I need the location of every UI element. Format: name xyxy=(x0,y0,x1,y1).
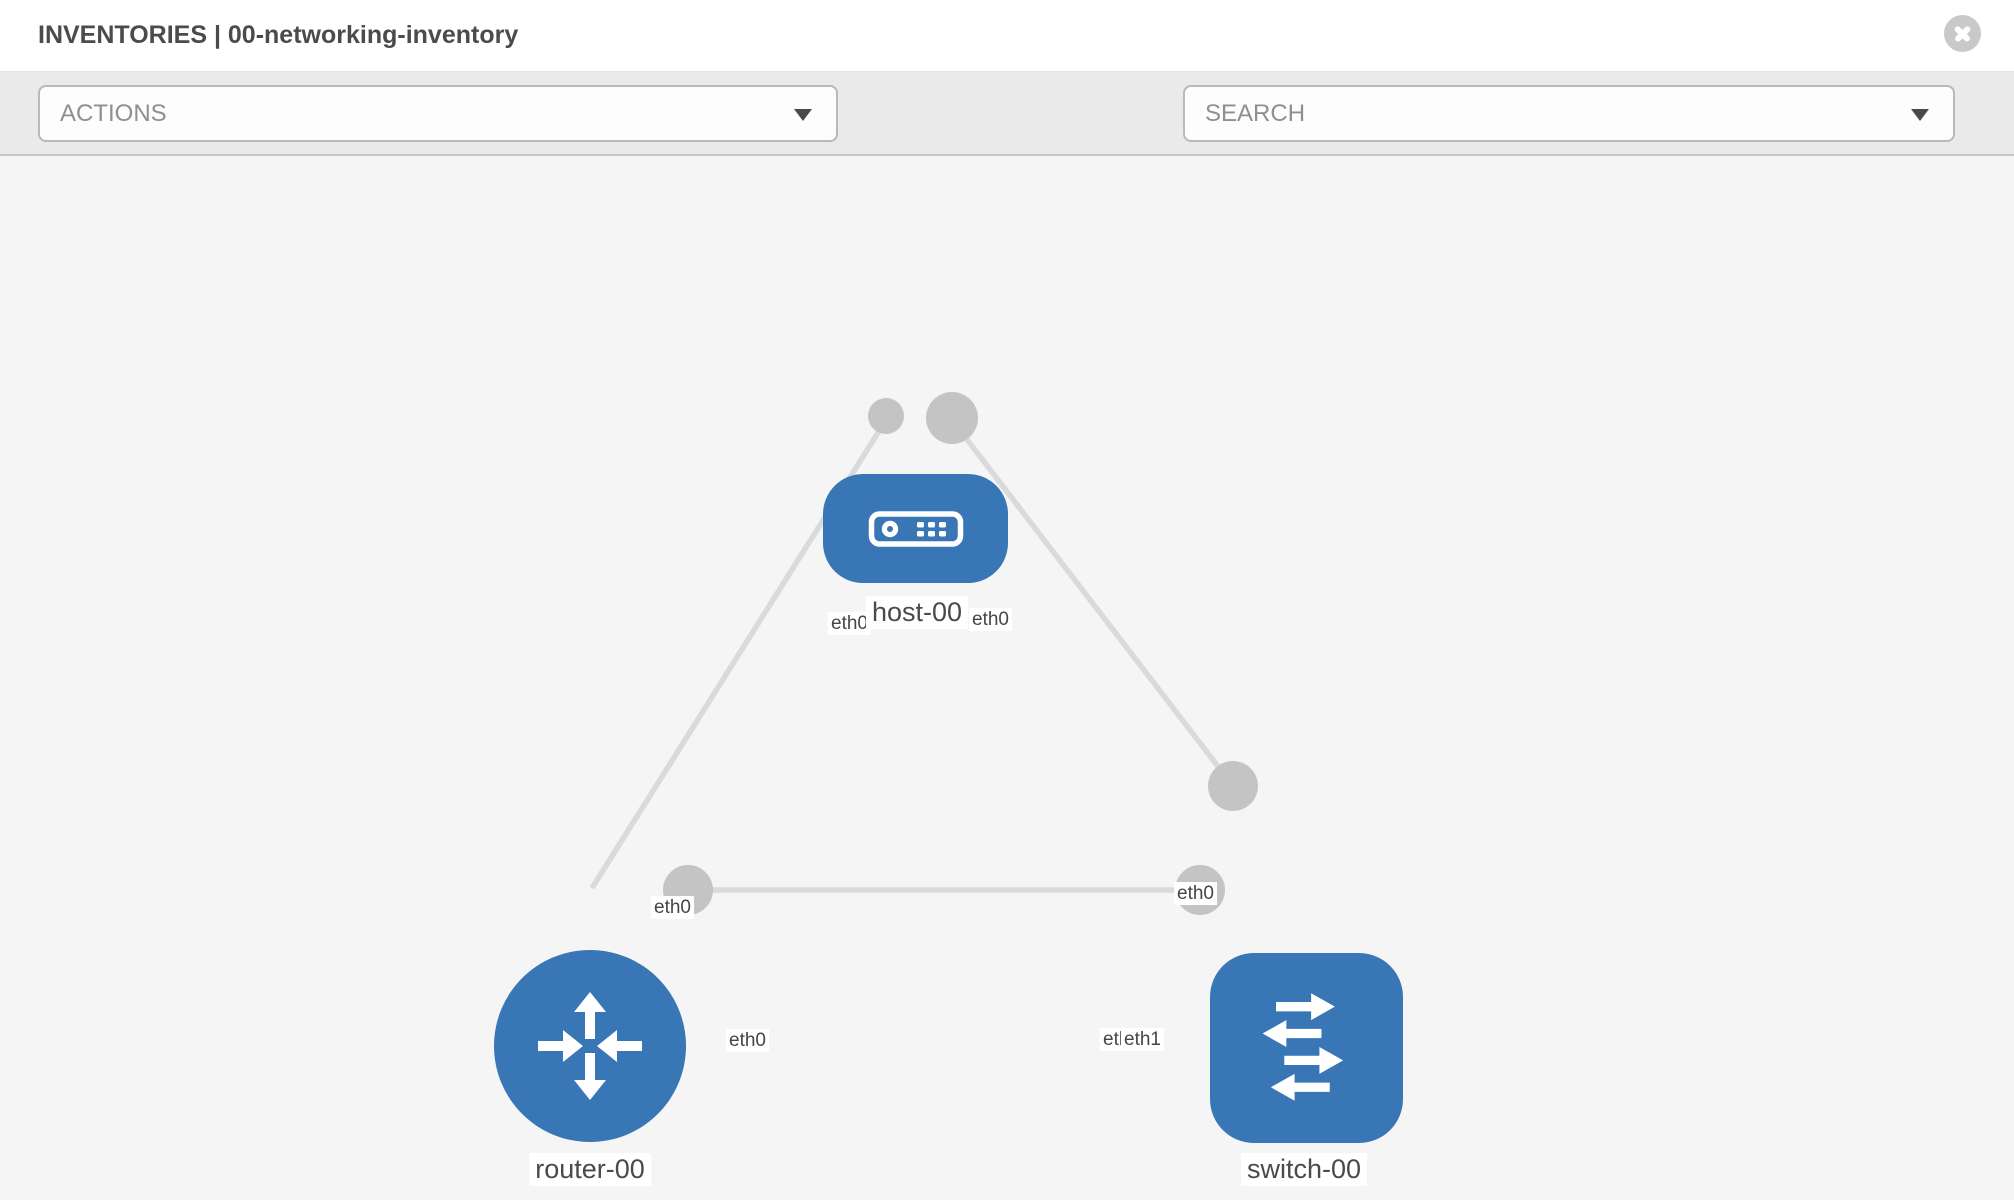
node-host[interactable] xyxy=(823,474,1008,583)
links-layer xyxy=(589,392,1258,915)
search-dropdown-label: SEARCH xyxy=(1205,100,1306,127)
connector-dot xyxy=(1208,761,1258,811)
actions-dropdown[interactable]: ACTIONS xyxy=(38,85,838,142)
host-server-icon xyxy=(868,510,963,547)
iface-label-host-right: eth0 xyxy=(969,608,1012,631)
iface-label-host-left: eth0 xyxy=(828,612,871,635)
chevron-down-icon xyxy=(794,109,812,121)
node-label-switch: switch-00 xyxy=(1240,1153,1368,1186)
iface-label-router-right: eth0 xyxy=(726,1029,769,1052)
router-arrows-icon xyxy=(538,992,642,1100)
toolbar: ACTIONS SEARCH xyxy=(0,72,2014,202)
page-title: INVENTORIES | 00-networking-inventory xyxy=(38,21,519,49)
node-router[interactable] xyxy=(494,950,686,1142)
iface-label-switch-left-front: eth1 xyxy=(1121,1028,1164,1051)
node-label-router: router-00 xyxy=(529,1153,651,1186)
connector-dot xyxy=(926,392,978,444)
chevron-down-icon xyxy=(1911,109,1929,121)
link-host-switch xyxy=(949,418,1236,788)
node-label-host: host-00 xyxy=(865,596,969,629)
iface-label-router-top: eth0 xyxy=(651,896,694,919)
header: INVENTORIES | 00-networking-inventory xyxy=(0,0,2014,72)
topology-canvas[interactable]: host-00 router-00 switch-00 eth0 eth0 et… xyxy=(0,156,2014,1200)
close-button[interactable] xyxy=(1944,15,1981,52)
connector-dot xyxy=(868,398,904,434)
node-switch[interactable] xyxy=(1210,953,1403,1143)
iface-label-switch-top: eth0 xyxy=(1174,882,1217,905)
actions-dropdown-label: ACTIONS xyxy=(60,100,167,127)
switch-arrows-icon xyxy=(1262,993,1343,1101)
search-dropdown[interactable]: SEARCH xyxy=(1183,85,1955,142)
